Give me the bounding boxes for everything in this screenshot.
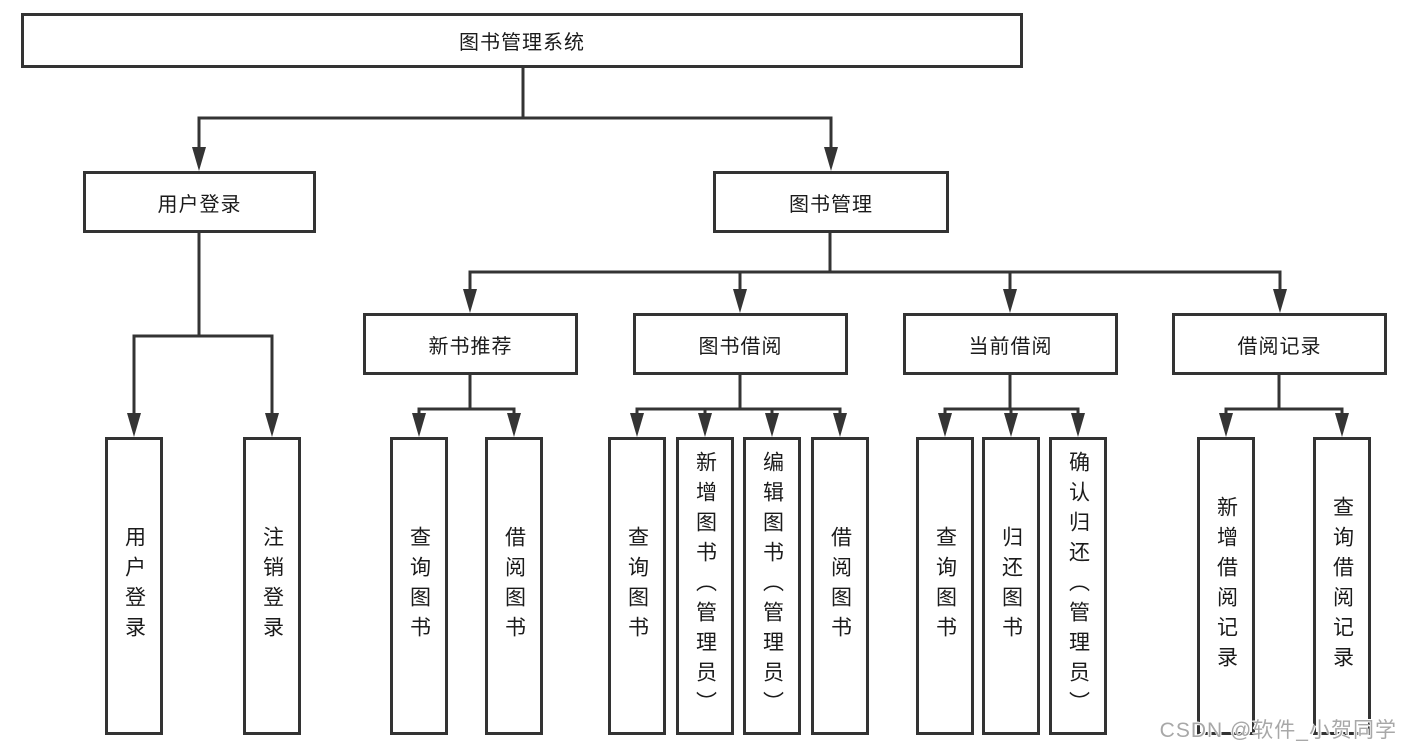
leaf-edit-books-admin: 编辑图书（管理员） xyxy=(743,437,801,735)
leaf-add-books-admin: 新增图书（管理员） xyxy=(676,437,734,735)
node-label: 用户登录 xyxy=(157,193,242,216)
arrowhead-icon xyxy=(1273,289,1287,313)
node-label: 归还图书 xyxy=(999,526,1023,646)
leaf-query-books-current: 查询图书 xyxy=(916,437,974,735)
arrowhead-icon xyxy=(1219,413,1233,437)
leaf-add-borrow-record: 新增借阅记录 xyxy=(1197,437,1255,735)
arrowhead-icon xyxy=(630,413,644,437)
leaf-query-borrow-record: 查询借阅记录 xyxy=(1313,437,1371,735)
arrowhead-icon xyxy=(127,413,141,437)
node-label: 查询图书 xyxy=(407,526,431,646)
arrowhead-icon xyxy=(733,289,747,313)
connector-current-to-leaves xyxy=(943,373,1080,420)
arrowhead-icon xyxy=(192,147,206,171)
arrowhead-icon xyxy=(765,413,779,437)
leaf-return-books: 归还图书 xyxy=(982,437,1040,735)
arrowhead-icon xyxy=(698,413,712,437)
node-label: 当前借阅 xyxy=(968,335,1053,358)
node-label: 编辑图书（管理员） xyxy=(760,451,784,721)
arrowhead-icon xyxy=(412,413,426,437)
leaf-borrow-books-recommend: 借阅图书 xyxy=(485,437,543,735)
node-label: 查询图书 xyxy=(933,526,957,646)
node-label: 图书管理系统 xyxy=(459,32,585,54)
arrowhead-icon xyxy=(1004,413,1018,437)
csdn-watermark: CSDN @软件_小贺同学 xyxy=(1159,719,1397,742)
node-user-login: 用户登录 xyxy=(83,171,316,233)
node-label: 图书管理 xyxy=(789,193,873,216)
arrowhead-icon xyxy=(1071,413,1085,437)
arrowhead-icon xyxy=(463,289,477,313)
node-label: 借阅图书 xyxy=(828,526,852,646)
connector-login-to-leaves xyxy=(132,231,274,420)
leaf-confirm-return-admin: 确认归还（管理员） xyxy=(1049,437,1107,735)
node-label: 借阅记录 xyxy=(1237,335,1322,358)
node-library-system: 图书管理系统 xyxy=(21,13,1023,68)
leaf-query-books-recommend: 查询图书 xyxy=(390,437,448,735)
leaf-user-login: 用户登录 xyxy=(105,437,163,735)
node-label: 查询借阅记录 xyxy=(1330,496,1354,676)
connector-recommend-to-leaves xyxy=(417,373,516,420)
node-label: 新书推荐 xyxy=(428,335,513,358)
arrowhead-icon xyxy=(507,413,521,437)
leaf-logout: 注销登录 xyxy=(243,437,301,735)
arrowheads xyxy=(127,147,1349,437)
arrowhead-icon xyxy=(265,413,279,437)
node-new-book-recommend: 新书推荐 xyxy=(363,313,578,375)
node-book-management: 图书管理 xyxy=(713,171,949,233)
node-label: 图书借阅 xyxy=(698,335,783,358)
node-label: 新增借阅记录 xyxy=(1214,496,1238,676)
node-book-borrowing: 图书借阅 xyxy=(633,313,848,375)
arrowhead-icon xyxy=(1335,413,1349,437)
connector-management-to-level3 xyxy=(468,231,1282,296)
node-label: 注销登录 xyxy=(260,526,284,646)
connector-borrow-to-leaves xyxy=(635,373,842,420)
arrowhead-icon xyxy=(1003,289,1017,313)
node-borrowing-records: 借阅记录 xyxy=(1172,313,1387,375)
leaf-borrow-books-borrowing: 借阅图书 xyxy=(811,437,869,735)
arrowhead-icon xyxy=(938,413,952,437)
leaf-query-books-borrowing: 查询图书 xyxy=(608,437,666,735)
arrowhead-icon xyxy=(824,147,838,171)
connector-root-to-level2 xyxy=(197,66,833,154)
node-label: 借阅图书 xyxy=(502,526,526,646)
connector-record-to-leaves xyxy=(1224,373,1344,420)
node-current-borrowing: 当前借阅 xyxy=(903,313,1118,375)
arrowhead-icon xyxy=(833,413,847,437)
node-label: 新增图书（管理员） xyxy=(693,451,717,721)
node-label: 用户登录 xyxy=(122,526,146,646)
node-label: 查询图书 xyxy=(625,526,649,646)
node-label: 确认归还（管理员） xyxy=(1066,451,1090,721)
